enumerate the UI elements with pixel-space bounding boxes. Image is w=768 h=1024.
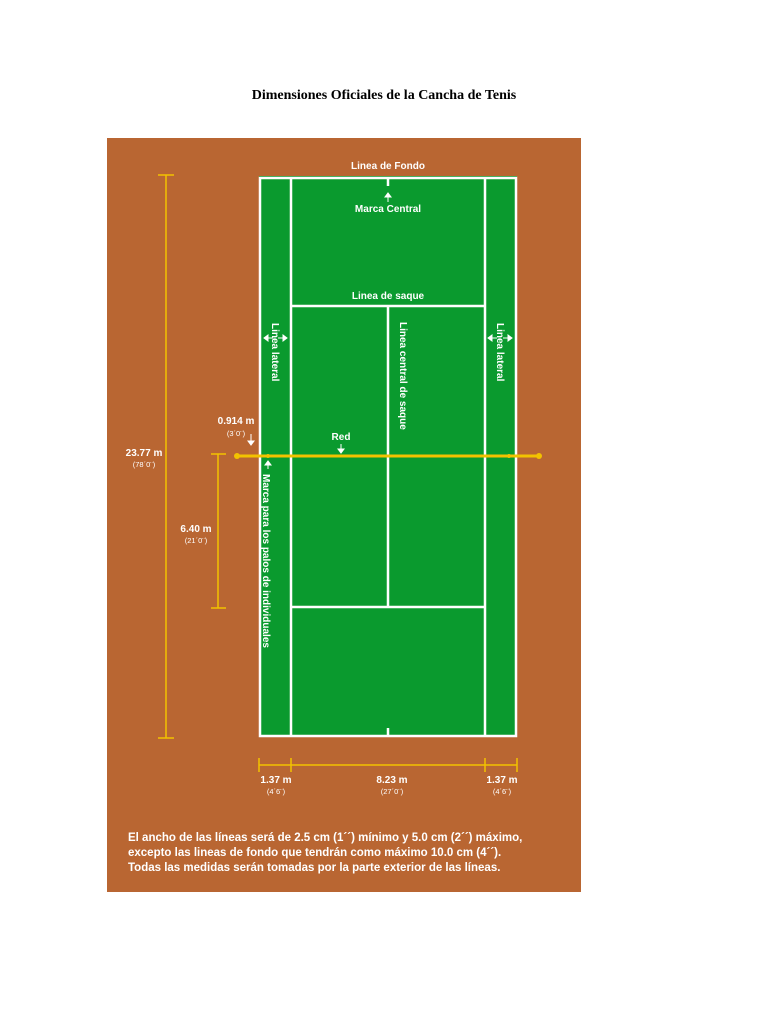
arrow-up-icon — [384, 192, 392, 202]
net-label: Red — [332, 432, 351, 443]
arrow-down-icon — [247, 434, 255, 446]
service-box-imperial: (21´0¨) — [185, 536, 208, 545]
sideline-right-label: Linea lateral — [494, 323, 505, 382]
singles-width-imperial: (27´0¨) — [381, 787, 404, 796]
arrow-right-icon — [503, 334, 513, 342]
alley-left-metric: 1.37 m — [260, 775, 291, 786]
footer-line: excepto las lineas de fondo que tendrán … — [128, 847, 502, 859]
footer-note: El ancho de las líneas será de 2.5 cm (1… — [128, 831, 578, 876]
baseline-label: Linea de Fondo — [351, 161, 425, 172]
service-line-label: Linea de saque — [352, 291, 425, 302]
alley-right-imperial: (4´6¨) — [493, 787, 512, 796]
post-offset-metric: 0.914 m — [218, 416, 255, 427]
footer-line: Todas las medidas serán tomadas por la p… — [128, 862, 501, 874]
court-diagram: Linea de Fondo Marca Central Linea de sa… — [126, 161, 542, 796]
singles-stick-left — [266, 454, 270, 458]
arrow-left-icon — [263, 334, 273, 342]
singles-posts-label: Marca para los palos de individuales — [260, 474, 271, 648]
dimension-lines — [158, 174, 518, 772]
length-metric: 23.77 m — [126, 448, 163, 459]
length-imperial: (78´0¨) — [133, 460, 156, 469]
service-box-metric: 6.40 m — [180, 524, 211, 535]
singles-stick-right — [507, 454, 511, 458]
singles-width-metric: 8.23 m — [376, 775, 407, 786]
arrows — [247, 192, 513, 469]
document-title: Dimensiones Oficiales de la Cancha de Te… — [251, 88, 517, 103]
post-offset-imperial: (3´0¨) — [227, 429, 246, 438]
arrow-down-icon — [337, 444, 345, 454]
center-mark-label: Marca Central — [355, 204, 421, 215]
net-post-left — [234, 453, 240, 459]
net-post-right — [536, 453, 542, 459]
arrow-right-icon — [278, 334, 288, 342]
sideline-left-label: Linea lateral — [269, 323, 280, 382]
footer-line: El ancho de las líneas será de 2.5 cm (1… — [128, 832, 523, 844]
alley-left-imperial: (4´6¨) — [267, 787, 286, 796]
arrow-left-icon — [487, 334, 497, 342]
center-service-line-label: Linea central de saque — [397, 322, 408, 430]
arrow-up-icon — [264, 460, 272, 469]
court-diagram-panel: Linea de Fondo Marca Central Linea de sa… — [107, 138, 581, 892]
alley-right-metric: 1.37 m — [486, 775, 517, 786]
